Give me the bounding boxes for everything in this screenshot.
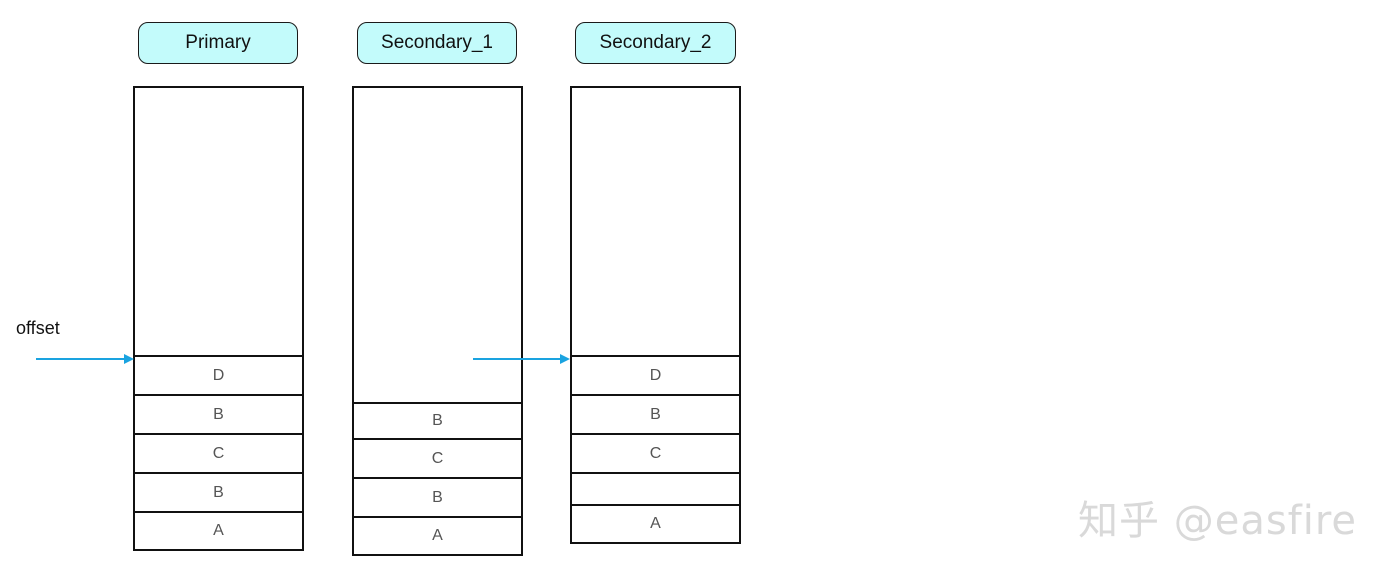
primary-cell-a: A — [135, 511, 302, 549]
primary-cell-d: D — [135, 355, 302, 394]
primary-cell-c: C — [135, 433, 302, 472]
column-header-secondary-2: Secondary_2 — [575, 22, 736, 64]
secondary-2-cell-empty — [572, 472, 739, 504]
column-header-primary: Primary — [138, 22, 298, 64]
secondary-1-cell-c: C — [354, 438, 521, 477]
secondary-2-cell-b: B — [572, 394, 739, 433]
secondary-2-stack: D B C A — [570, 86, 741, 544]
secondary-1-cell-b: B — [354, 402, 521, 438]
secondary-1-cell-b-2: B — [354, 477, 521, 516]
offset-label: offset — [16, 318, 60, 338]
secondary-2-cell-d: D — [572, 355, 739, 394]
secondary-2-cell-c: C — [572, 433, 739, 472]
primary-stack: D B C B A — [133, 86, 304, 551]
secondary-1-cell-a: A — [354, 516, 521, 554]
watermark: 知乎 @easfire — [1078, 498, 1358, 544]
column-header-secondary-1: Secondary_1 — [357, 22, 517, 64]
offset-arrow-secondary-2 — [473, 354, 570, 364]
secondary-1-stack: B C B A — [352, 86, 523, 556]
offset-arrow-primary — [36, 354, 134, 364]
primary-cell-b-2: B — [135, 472, 302, 511]
secondary-2-cell-a: A — [572, 504, 739, 542]
primary-cell-b: B — [135, 394, 302, 433]
